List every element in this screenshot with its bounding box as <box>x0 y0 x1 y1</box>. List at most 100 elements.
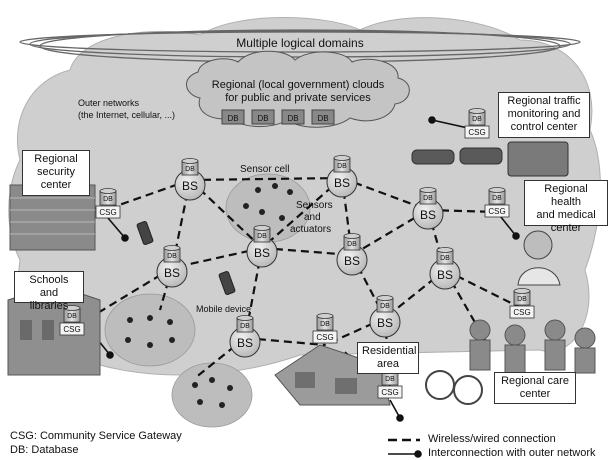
cloud-db-icons <box>221 109 335 125</box>
sensor-cell-regions <box>104 173 311 428</box>
sensors-label-1: Sensors <box>296 200 333 211</box>
csg-db-icon: DB <box>513 288 531 306</box>
community-service-gateway: DB CSG <box>312 313 338 344</box>
db-label: DB <box>385 376 395 383</box>
traffic-line1: Regional traffic <box>507 95 581 107</box>
bs-label: BS <box>420 208 436 222</box>
community-service-gateway: DB CSG <box>59 305 85 336</box>
residential-label: Residential area <box>357 342 419 374</box>
footnote-db: DB: Database <box>10 444 79 456</box>
sensors-label-3: actuators <box>290 224 331 235</box>
db-label: DB <box>380 303 390 310</box>
base-station-node: BS <box>246 236 278 268</box>
sensor-icons <box>125 183 293 408</box>
cloud-label-line2: for public and private services <box>225 92 371 104</box>
community-service-gateway: DB CSG <box>484 187 510 218</box>
db-label: DB <box>185 166 195 173</box>
db-label: DB <box>167 253 177 260</box>
cloud-db-label-4: DB <box>317 114 328 123</box>
csg-label: CSG <box>468 128 485 137</box>
bs-db-icon: DB <box>376 295 394 313</box>
community-service-gateway: DB CSG <box>464 108 490 139</box>
traffic-line3: control center <box>510 121 578 133</box>
bs-db-icon: DB <box>236 315 254 333</box>
bs-label: BS <box>344 254 360 268</box>
csg-label: CSG <box>316 333 333 342</box>
db-label: DB <box>517 296 527 303</box>
db-label: DB <box>103 196 113 203</box>
base-station-node: BS <box>326 166 358 198</box>
sensors-label-2: and <box>304 212 321 223</box>
regional-cloud <box>186 50 410 128</box>
schools-line2: libraries <box>29 300 69 312</box>
csg-label: CSG <box>63 325 80 334</box>
cloud-db-label-1: DB <box>227 114 238 123</box>
health-center-label: Regional health and medical center <box>524 180 608 234</box>
community-service-gateway: DB CSG <box>95 188 121 219</box>
traffic-center-label: Regional traffic monitoring and control … <box>498 92 590 138</box>
base-station-node: BS <box>429 258 461 290</box>
sensor-cell-label: Sensor cell <box>240 164 289 175</box>
bs-db-icon: DB <box>343 233 361 251</box>
cloud-db-label-3: DB <box>287 114 298 123</box>
db-label: DB <box>240 323 250 330</box>
csg-label: CSG <box>99 208 116 217</box>
bs-db-icon: DB <box>436 247 454 265</box>
bs-label: BS <box>334 176 350 190</box>
bs-label: BS <box>254 246 270 260</box>
schools-line1: Schools and <box>29 274 69 299</box>
schools-label: Schools and libraries <box>14 271 84 312</box>
csg-db-icon: DB <box>63 305 81 323</box>
bs-db-icon: DB <box>253 225 271 243</box>
csg-label: CSG <box>381 388 398 397</box>
health-line3: center <box>550 222 582 234</box>
mobile-device-label: Mobile device <box>196 304 251 314</box>
residential-line2: area <box>376 358 400 370</box>
outer-networks-line2: (the Internet, cellular, ...) <box>78 110 175 120</box>
db-label: DB <box>423 195 433 202</box>
doctor-figure <box>517 230 561 286</box>
health-line2: and medical <box>536 209 596 221</box>
bs-db-icon: DB <box>333 155 351 173</box>
csg-label: CSG <box>488 207 505 216</box>
bs-label: BS <box>377 316 393 330</box>
bs-db-icon: DB <box>181 158 199 176</box>
community-service-gateway: DB CSG <box>509 288 535 319</box>
bs-label: BS <box>437 268 453 282</box>
db-label: DB <box>440 255 450 262</box>
db-label: DB <box>257 233 267 240</box>
security-line3: center <box>40 179 72 191</box>
bs-label: BS <box>182 179 198 193</box>
legend-solid-sample <box>388 450 422 458</box>
db-label: DB <box>347 241 357 248</box>
care-line1: Regional care <box>501 375 569 387</box>
db-label: DB <box>492 195 502 202</box>
security-line1: Regional <box>34 153 78 165</box>
care-line2: center <box>519 388 551 400</box>
security-center-label: Regional security center <box>22 150 90 196</box>
traffic-line2: monitoring and <box>507 108 581 120</box>
care-center-people <box>425 319 596 405</box>
csg-db-icon: DB <box>316 313 334 331</box>
gateway-layer: DB CSG DB CSG DB CSG DB CSG DB CSG DB CSG DB CSG <box>59 108 535 399</box>
legend-interconnection-label: Interconnection with outer network <box>428 447 596 459</box>
db-label: DB <box>337 163 347 170</box>
residential-line1: Residential <box>362 345 417 357</box>
csg-label: CSG <box>513 308 530 317</box>
footnote-csg: CSG: Community Service Gateway <box>10 430 182 442</box>
csg-db-icon: DB <box>99 188 117 206</box>
mobile-device-icons <box>136 221 236 295</box>
outer-networks-line1: Outer networks <box>78 98 140 108</box>
csg-db-icon: DB <box>468 108 486 126</box>
legend-wireless-label: Wireless/wired connection <box>428 433 556 445</box>
db-label: DB <box>472 116 482 123</box>
bs-label: BS <box>164 266 180 280</box>
health-line1: Regional health <box>544 183 588 208</box>
cloud-label-line1: Regional (local government) clouds <box>212 79 385 91</box>
base-station-node: BS <box>156 256 188 288</box>
db-label: DB <box>67 313 77 320</box>
db-label: DB <box>320 321 330 328</box>
traffic-vehicles <box>411 141 569 177</box>
